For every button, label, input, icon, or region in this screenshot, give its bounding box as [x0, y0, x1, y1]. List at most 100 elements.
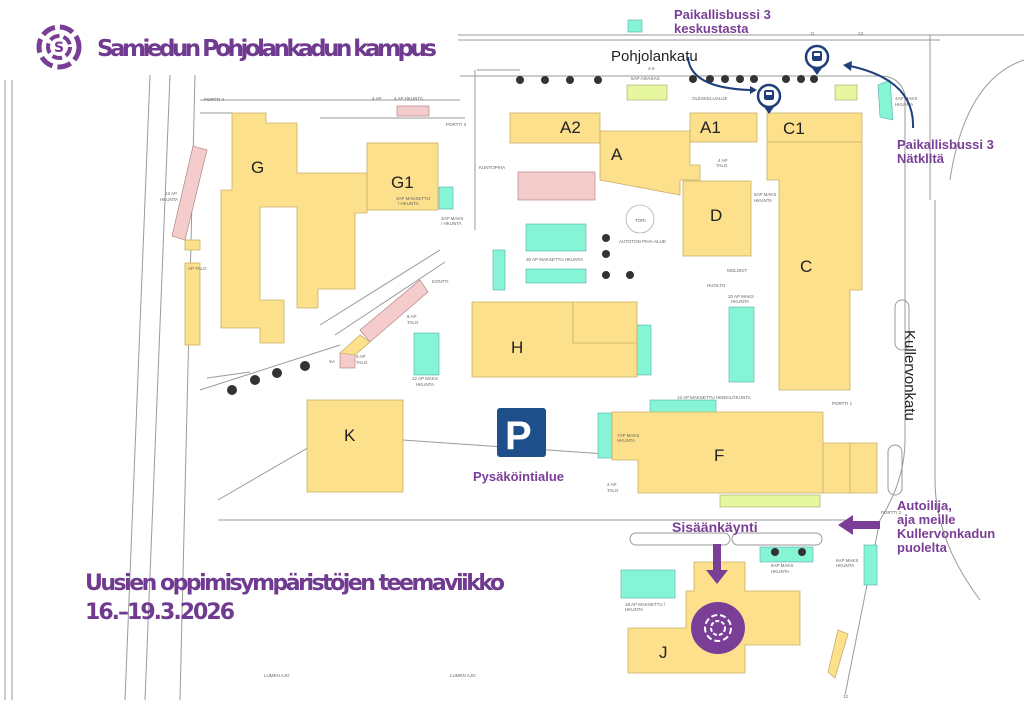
street-pohjolankatu: Pohjolankatu	[611, 48, 698, 65]
bus-center-label: Paikallisbussi 3 keskustasta	[674, 7, 774, 36]
building-label-c: C	[800, 257, 812, 276]
map-small-label: 8 AP	[407, 314, 417, 319]
map-small-label: 12 AP	[165, 191, 177, 196]
parking-area-label: Pysäköintialue	[473, 469, 564, 484]
event-title: Uusien oppimisympäristöjen teemaviikko	[85, 571, 505, 596]
map-small-label: HKUNTA	[160, 197, 178, 202]
buildings	[184, 112, 878, 679]
bus-route-arrow-natkki	[849, 65, 915, 129]
building-label-g1: G1	[391, 173, 414, 192]
parking-sign-icon: P	[497, 408, 546, 458]
building-g	[220, 112, 368, 344]
map-small-label: SA	[329, 359, 335, 364]
map-small-label: 5AP ASIAKAS	[631, 76, 660, 81]
map-small-label: TALO	[716, 163, 728, 168]
building-d	[682, 180, 752, 257]
road-outlines	[4, 34, 1024, 701]
building-f	[611, 411, 878, 494]
map-small-label: HKUNTA	[836, 563, 854, 568]
map-small-label: HKUNTA	[416, 382, 434, 387]
map-small-label: PORTTI 4	[204, 97, 225, 102]
svg-text:P: P	[505, 414, 532, 458]
bus-stop-icon[interactable]	[804, 44, 830, 75]
trees	[227, 75, 818, 556]
samiedu-logo-icon: S	[36, 24, 82, 70]
entrance-arrow-icon	[706, 544, 728, 584]
map-small-label: MOLOKIT	[727, 268, 748, 273]
map-small-label: TALO	[407, 320, 419, 325]
map-small-label: 2 AP	[607, 482, 617, 487]
bus-natkki-label: Paikallisbussi 3 Nätklltä	[897, 137, 997, 166]
map-small-label: 12 AP MAKS	[412, 376, 438, 381]
map-small-label: PORTTI 2	[881, 510, 902, 515]
building-label-a: A	[611, 145, 623, 164]
map-small-label: 8AP MAKS	[771, 563, 793, 568]
map-small-label: KUNTOPIHA	[479, 165, 505, 170]
map-small-label: HKUNTA	[625, 607, 643, 612]
map-small-label: AUTOTON PIHA-ALUE	[619, 239, 666, 244]
building-c1	[766, 112, 863, 143]
parking-spaces	[171, 19, 894, 599]
map-small-label: 20 AP MAKS	[728, 294, 754, 299]
map-small-label: TALO	[356, 360, 368, 365]
map-small-label: 3AP MAKSETTU	[396, 196, 430, 201]
map-small-label: HKUNTA	[617, 438, 635, 443]
map-small-label: HKUNTA	[895, 102, 913, 107]
svg-text:S: S	[54, 40, 64, 56]
map-small-label: HKUNTA	[731, 299, 749, 304]
building-label-g: G	[251, 158, 264, 177]
samiedu-logo-marker-icon	[691, 602, 745, 654]
map-small-label: HKUNTA	[754, 198, 772, 203]
map-small-label: LUMEN AJO	[450, 673, 476, 678]
bus-stop-icon[interactable]	[756, 83, 782, 114]
map-small-label: PORTTI 3	[446, 122, 467, 127]
map-small-label: 4 AP	[718, 158, 728, 163]
building-label-a2: A2	[560, 118, 581, 137]
map-small-label: 5AP MAKS	[754, 192, 776, 197]
map-small-label: 12	[843, 694, 849, 699]
map-small-label: / HKUNTA	[441, 221, 462, 226]
map-small-label: 4 AP	[372, 96, 382, 101]
small-labels: PORTTI 4 4 AP 4 AP HKUNTA PORTTI 3 12 AP…	[160, 31, 917, 699]
building-label-c1: C1	[783, 119, 805, 138]
building-a1	[689, 112, 758, 143]
map-small-label: TORI	[635, 218, 646, 223]
building-a2	[509, 112, 601, 144]
map-small-label: 7AP MAKS	[617, 433, 639, 438]
map-small-label: TALO	[607, 488, 619, 493]
building-label-j: J	[659, 643, 668, 662]
map-small-label: 4 AP HKUNTA	[394, 96, 423, 101]
building-g1	[366, 142, 439, 211]
event-dates: 16.–19.3.2026	[85, 600, 235, 625]
street-kullervonkatu: Kullervonkatu	[901, 330, 918, 421]
map-small-label: LUMEN AJO	[264, 673, 290, 678]
driver-arrow-icon	[838, 515, 880, 535]
map-small-label: AP TALO	[188, 266, 207, 271]
map-small-label: PORTTI 1	[832, 401, 853, 406]
map-small-label: OLESKELUALUE	[692, 96, 728, 101]
map-small-label: 4-6	[648, 66, 655, 71]
map-small-label: HUOLTO	[707, 283, 726, 288]
entrance-label: Sisäänkäynti	[672, 519, 758, 535]
map-small-label: KONTTI	[432, 279, 449, 284]
page-title: Samiedun Pohjolankadun kampus	[97, 36, 437, 62]
map-small-label: 18 AP MAKSETTU /	[625, 602, 666, 607]
map-small-label: 11	[810, 31, 815, 36]
building-label-f: F	[714, 446, 724, 465]
map-small-label: 9 AP	[356, 354, 366, 359]
map-small-label: 3AP MAKS	[441, 216, 463, 221]
map-small-label: HKUNTA	[771, 569, 789, 574]
building-c	[766, 141, 863, 391]
building-h	[471, 301, 638, 378]
map-small-label: 12 AP MAKSETTU HENKILÖKUNTA	[677, 394, 751, 400]
map-small-label: / HKUNTA	[398, 201, 419, 206]
map-small-label: 30 AP MAKSETTU HKUNTA	[526, 257, 583, 262]
building-label-k: K	[344, 426, 356, 445]
map-small-label: 6AP MAKS	[836, 558, 858, 563]
building-label-d: D	[710, 206, 722, 225]
building-label-h: H	[511, 338, 523, 357]
building-k	[306, 399, 404, 493]
building-label-a1: A1	[700, 118, 721, 137]
map-small-label: 13	[858, 31, 864, 36]
